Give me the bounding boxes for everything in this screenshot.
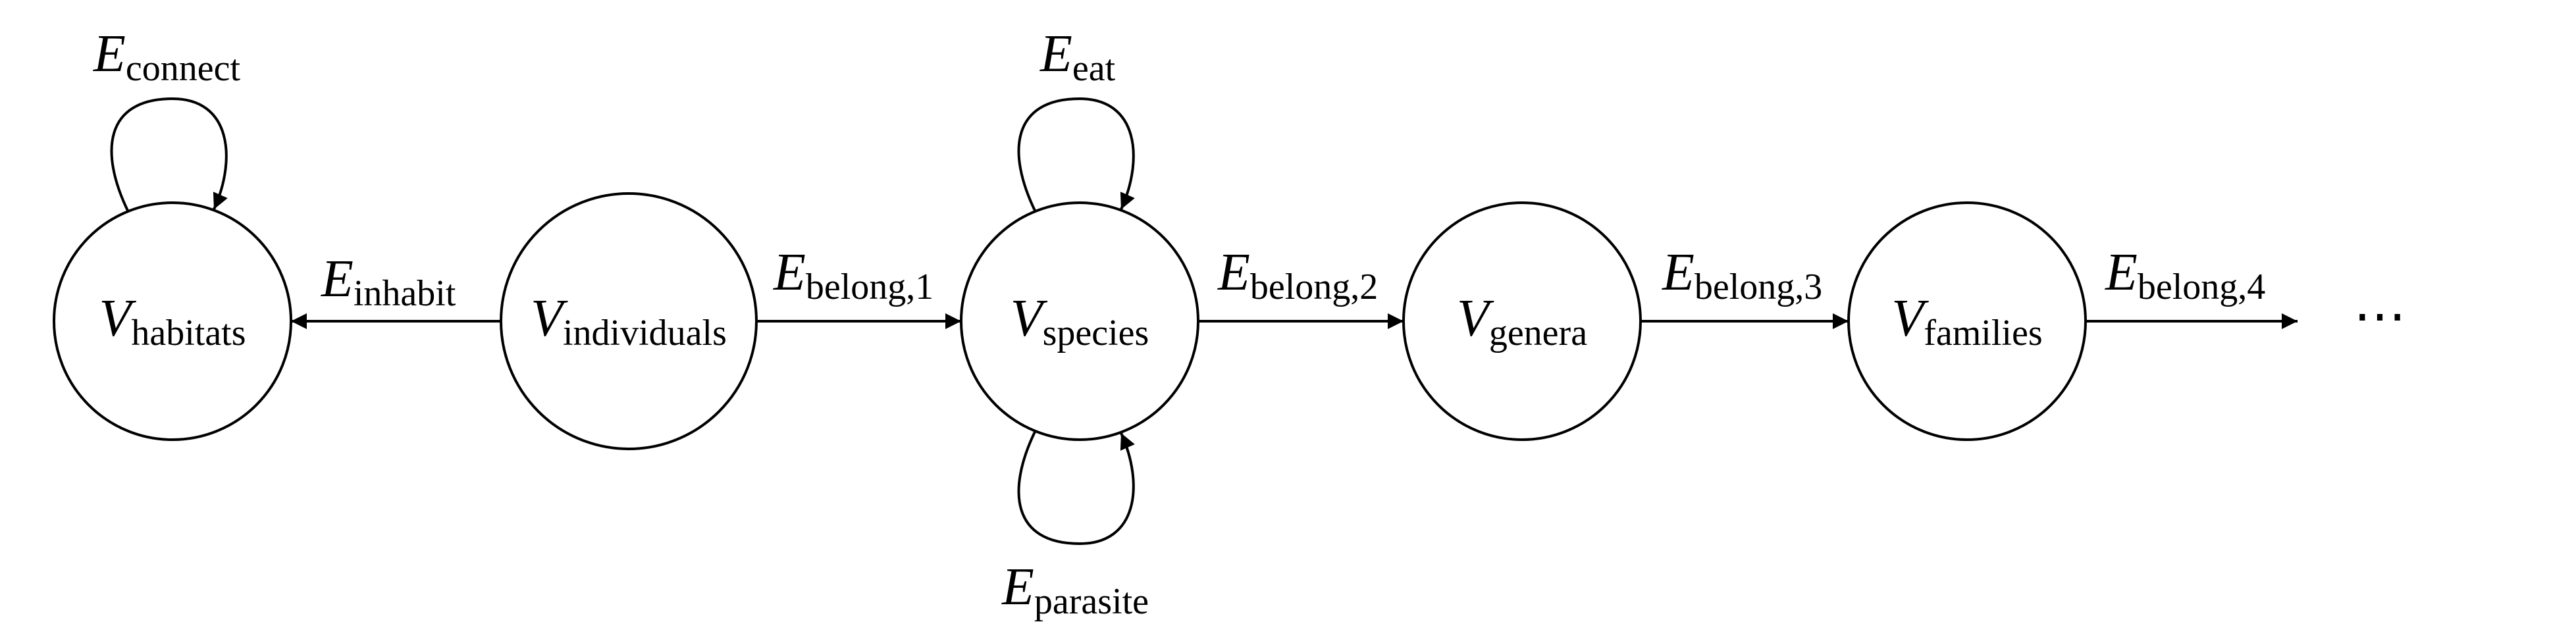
node-individuals-symbol: V	[531, 290, 568, 348]
node-families-symbol: V	[1891, 290, 1929, 348]
node-individuals: Vindividuals	[500, 192, 758, 450]
edge-connect-label: Econnect	[93, 25, 240, 89]
edge-connect-loop	[110, 97, 228, 213]
svg-text:Vgenera: Vgenera	[1457, 290, 1587, 353]
edge-belong2-label: Ebelong,2	[1217, 244, 1378, 307]
node-genera: Vgenera	[1402, 201, 1642, 441]
svg-text:Vspecies: Vspecies	[1011, 290, 1149, 353]
node-genera-symbol: V	[1457, 290, 1494, 348]
node-species-symbol: V	[1011, 290, 1048, 348]
edge-belong3-label: Ebelong,3	[1662, 244, 1822, 307]
edge-belong1-label: Ebelong,1	[773, 244, 933, 307]
node-families-subscript: families	[1924, 313, 2042, 353]
node-genera-subscript: genera	[1489, 313, 1587, 353]
edge-parasite-label: Eparasite	[1001, 558, 1149, 622]
svg-text:Vindividuals: Vindividuals	[531, 290, 727, 353]
node-species-subscript: species	[1043, 313, 1149, 353]
node-individuals-subscript: individuals	[563, 313, 727, 353]
node-habitats-symbol: V	[99, 290, 136, 348]
node-species: Vspecies	[960, 201, 1199, 441]
edge-parasite-loop	[1017, 430, 1135, 546]
svg-text:Vfamilies: Vfamilies	[1891, 290, 2042, 353]
edge-eat-label: Eeat	[1039, 25, 1116, 89]
node-habitats-subscript: habitats	[131, 313, 246, 353]
continuation-ellipsis: ⋯	[2353, 287, 2406, 345]
node-families: Vfamilies	[1847, 201, 2087, 441]
svg-text:Vhabitats: Vhabitats	[99, 290, 246, 353]
edge-belong4-label: Ebelong,4	[2105, 244, 2265, 307]
edge-inhabit-label: Einhabit	[321, 250, 456, 314]
node-habitats: Vhabitats	[53, 201, 292, 441]
edge-eat-loop	[1017, 97, 1135, 213]
